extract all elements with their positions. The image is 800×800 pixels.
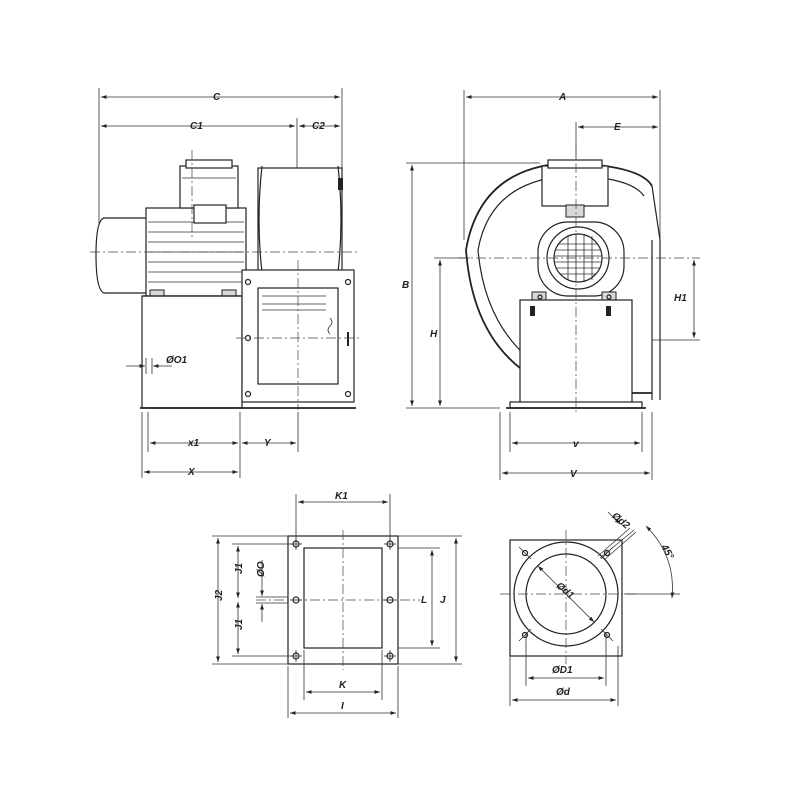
label-J: J bbox=[440, 595, 446, 606]
label-K: K bbox=[339, 680, 347, 691]
label-V: V bbox=[570, 469, 578, 480]
label-C2: C2 bbox=[312, 121, 325, 132]
label-O1: ØO1 bbox=[166, 355, 188, 366]
label-J2: J2 bbox=[214, 589, 225, 601]
label-A: A bbox=[558, 92, 566, 103]
label-H1: H1 bbox=[674, 293, 687, 304]
label-C: C bbox=[213, 92, 221, 103]
dim-L: L bbox=[421, 550, 434, 646]
dim-I: I bbox=[290, 701, 396, 715]
label-v: v bbox=[573, 439, 580, 450]
dim-D1: ØD1 bbox=[528, 665, 604, 680]
label-O: ØO bbox=[256, 561, 267, 577]
label-B: B bbox=[402, 280, 409, 291]
inlet-flange-view: Ød1 Ød2 45° ØD1 Ød bbox=[500, 511, 680, 706]
dim-K: K bbox=[306, 680, 380, 694]
dim-v: v bbox=[512, 439, 640, 450]
dim-J: J bbox=[440, 538, 458, 662]
outlet-flange-view: K1 K I J1 J1 J2 bbox=[212, 491, 462, 718]
inlet-bolts bbox=[518, 546, 614, 642]
dim-V: V bbox=[502, 469, 650, 480]
label-C1: C1 bbox=[190, 121, 203, 132]
dim-Y: Y bbox=[242, 438, 296, 449]
dim-x1: x1 bbox=[150, 438, 238, 449]
dim-d: Ød bbox=[512, 687, 616, 702]
dim-J1-bottom: J1 bbox=[234, 602, 245, 654]
label-d: Ød bbox=[556, 687, 571, 698]
dim-H: H bbox=[430, 260, 442, 406]
dim-A: A bbox=[466, 92, 658, 103]
dim-C: C bbox=[101, 92, 340, 103]
dim-B: B bbox=[402, 165, 414, 406]
dim-O: ØO bbox=[256, 560, 288, 622]
label-E: E bbox=[614, 122, 621, 133]
dim-X: X bbox=[144, 467, 238, 478]
dim-J1-top: J1 bbox=[234, 546, 245, 598]
label-d2: Ød2 bbox=[610, 511, 632, 532]
label-H: H bbox=[430, 329, 438, 340]
dim-C1: C1 bbox=[101, 121, 295, 132]
dim-K1: K1 bbox=[298, 491, 388, 504]
label-J1-bottom: J1 bbox=[234, 618, 245, 630]
dim-angle: 45° bbox=[624, 525, 680, 599]
label-x1: x1 bbox=[187, 438, 200, 449]
dim-J2: J2 bbox=[214, 538, 225, 662]
dim-O1: ØO1 bbox=[126, 355, 188, 374]
label-D1: ØD1 bbox=[552, 665, 573, 676]
dim-E: E bbox=[578, 122, 658, 133]
dim-H1: H1 bbox=[674, 260, 696, 338]
label-K1: K1 bbox=[335, 491, 348, 502]
label-L: L bbox=[421, 595, 427, 606]
dim-C2: C2 bbox=[299, 121, 340, 132]
label-J1-top: J1 bbox=[234, 562, 245, 574]
label-Y: Y bbox=[264, 438, 272, 449]
side-view: C C1 C2 bbox=[90, 88, 360, 478]
flange-bolts bbox=[290, 538, 396, 662]
label-I: I bbox=[341, 701, 344, 712]
label-X: X bbox=[187, 467, 196, 478]
front-view: A E bbox=[402, 90, 700, 480]
